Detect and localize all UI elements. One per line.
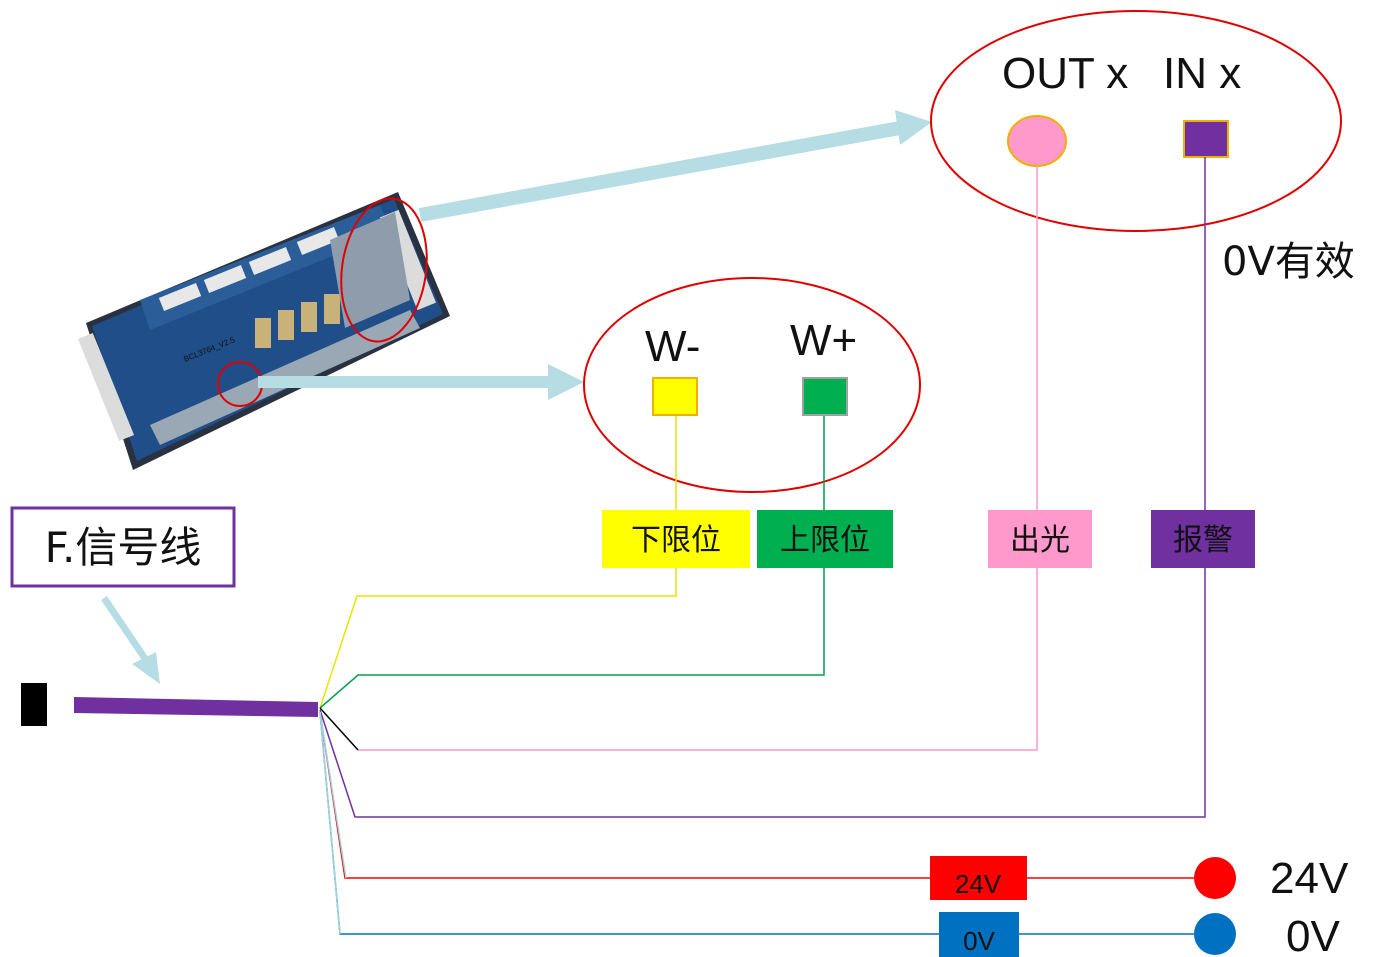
limit-callout-ellipse — [583, 277, 921, 493]
lower-limit-wire — [319, 416, 677, 709]
light-out-wire-tail — [319, 707, 359, 751]
w-plus-label: W+ — [790, 316, 857, 365]
alarm-tag — [1151, 510, 1255, 568]
io-callout-arrow — [418, 110, 932, 222]
power-24v-terminal — [1194, 857, 1236, 899]
upper-limit-tag-text: 上限位 — [780, 523, 870, 558]
out-x-terminal — [1007, 115, 1067, 167]
in-x-label: IN x — [1163, 49, 1241, 98]
io-callout-ellipse — [930, 10, 1342, 232]
power-24v-tag — [930, 856, 1027, 900]
cable-connector-plug — [21, 683, 47, 726]
signal-cable-label-box — [10, 506, 236, 588]
terminal-board-image: BCL3764_V2.5 — [77, 192, 450, 470]
signal-cable-label: F.信号线 — [45, 523, 202, 572]
light-out-wire — [358, 166, 1038, 751]
alarm-wire — [319, 157, 1206, 818]
power-0v-tag — [939, 912, 1019, 957]
power-0v-wire — [319, 711, 1195, 935]
upper-limit-tag — [757, 510, 893, 568]
fan-line-0v — [319, 711, 341, 935]
light-out-tag-text: 出光 — [1010, 523, 1070, 558]
power-0v-tag-text: 0V — [963, 926, 995, 956]
limit-callout-arrow — [258, 364, 584, 400]
signal-cable-body — [74, 697, 318, 717]
w-minus-terminal — [652, 377, 698, 416]
fan-line-24v — [319, 711, 347, 879]
light-out-tag — [988, 510, 1092, 568]
lower-limit-tag-text: 下限位 — [631, 523, 721, 558]
power-0v-label: 0V — [1286, 912, 1340, 957]
zero-v-valid-note: 0V有效 — [1222, 239, 1355, 285]
alarm-tag-text: 报警 — [1173, 523, 1233, 558]
power-24v-label: 24V — [1270, 854, 1349, 903]
signal-cable-arrow — [101, 596, 160, 684]
power-0v-terminal — [1194, 913, 1236, 955]
in-x-terminal — [1183, 120, 1229, 158]
power-24v-tag-text: 24V — [955, 869, 1002, 899]
lower-limit-tag — [602, 510, 750, 568]
out-x-label: OUT x — [1002, 49, 1128, 98]
w-minus-label: W- — [645, 322, 700, 371]
w-plus-terminal — [802, 377, 848, 416]
power-24v-wire — [319, 711, 1195, 879]
io-terminal-highlight — [340, 197, 428, 343]
